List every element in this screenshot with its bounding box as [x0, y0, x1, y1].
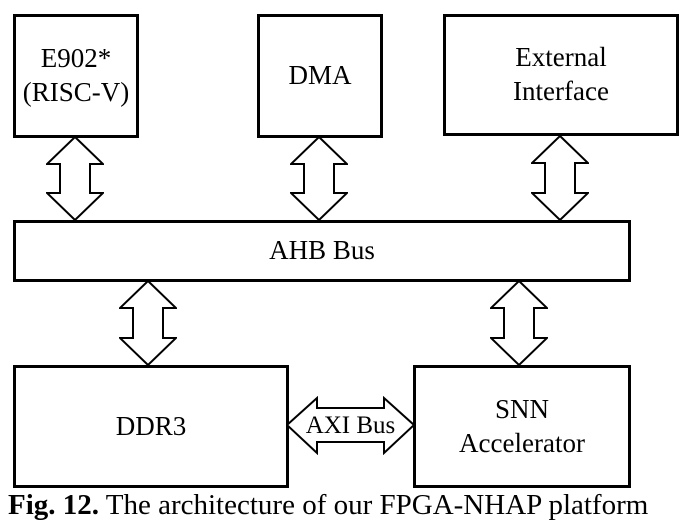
e902-ahb-double-arrow-icon — [46, 136, 104, 221]
block-dma: DMA — [257, 14, 383, 138]
axi-bus-label-layer: AXI Bus — [286, 396, 415, 455]
figure-caption-text: The architecture of our FPGA-NHAP platfo… — [105, 489, 649, 521]
block-snn-accelerator: SNN Accelerator — [413, 365, 631, 488]
ddr3-snn-axi-double-arrow-icon — [286, 396, 415, 455]
figure-caption: Fig. 12. The architecture of our FPGA-NH… — [8, 489, 692, 522]
block-external-interface-label-line1: External — [515, 42, 607, 73]
block-dma-label: DMA — [288, 60, 352, 91]
figure-caption-number: Fig. 12. — [8, 489, 100, 521]
block-ahb-bus-label: AHB Bus — [269, 235, 375, 266]
dma-ahb-double-arrow-icon — [290, 136, 348, 221]
block-ahb-bus: AHB Bus — [13, 220, 631, 282]
external-interface-ahb-double-arrow-icon — [531, 135, 589, 221]
block-external-interface: External Interface — [443, 14, 679, 136]
block-ddr3-label: DDR3 — [115, 410, 187, 441]
block-ddr3: DDR3 — [13, 365, 289, 488]
block-e902-label-line2: (RISC-V) — [22, 77, 130, 107]
block-snn-accelerator-label-line1: SNN — [494, 393, 549, 424]
block-e902-riscv: E902* (RISC-V) — [13, 14, 139, 138]
ahb-snn-double-arrow-icon — [490, 280, 548, 366]
ahb-ddr3-double-arrow-icon — [119, 280, 177, 366]
axi-bus-label: AXI Bus — [305, 411, 396, 439]
block-snn-accelerator-label-line2: Accelerator — [459, 427, 585, 458]
block-external-interface-label-line2: Interface — [513, 76, 609, 106]
block-e902-label-line1: E902* — [40, 43, 112, 74]
